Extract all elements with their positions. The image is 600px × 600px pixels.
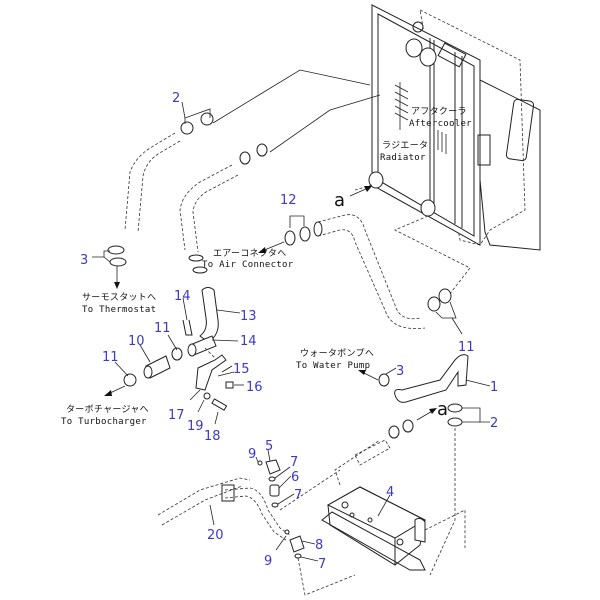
callout-14-top: 14: [174, 289, 191, 304]
hose-clamp: [180, 121, 194, 135]
callout-7-a: 7: [290, 455, 298, 470]
air-connector-label-jp: エアーコネクタへ: [213, 248, 287, 259]
fittings-hose-group: [157, 449, 356, 596]
upper-hoses: [92, 69, 381, 289]
reference-mark-a-top: a: [334, 190, 345, 211]
water-pump-label-jp: ウォータポンプへ: [300, 348, 374, 359]
turbo-pipe-group: [104, 287, 244, 425]
cooler-body-group: [321, 419, 466, 571]
callout-14-mid: 14: [240, 334, 257, 349]
radiator-lower-hose: [313, 214, 463, 335]
reference-mark-a-bottom: a: [437, 399, 448, 420]
callout-7-c: 7: [318, 557, 326, 572]
callout-16: 16: [246, 380, 263, 395]
callout-20: 20: [207, 528, 224, 543]
callout-4: 4: [386, 485, 394, 500]
thermostat-label-en: To Thermostat: [82, 305, 156, 315]
callout-5: 5: [265, 439, 273, 454]
turbocharger-label-jp: ターボチャージャへ: [66, 404, 149, 415]
callout-1: 1: [490, 380, 498, 395]
callout-6: 6: [291, 470, 299, 485]
aftercooler-label-jp: アフタクーラ: [411, 106, 467, 117]
callout-2-right: 2: [490, 416, 498, 431]
aftercooler-label-en: Aftercooler: [409, 119, 472, 129]
hose-clamp: [200, 112, 214, 126]
callout-3-left: 3: [80, 253, 88, 268]
water-pump-hose-group: [358, 354, 491, 576]
callout-17: 17: [168, 408, 185, 423]
callout-18: 18: [204, 429, 221, 444]
radiator-label-jp: ラジエータ: [382, 140, 428, 151]
callout-7-b: 7: [294, 488, 302, 503]
callout-12: 12: [280, 193, 297, 208]
callout-9-top: 9: [248, 447, 256, 462]
callout-2-top: 2: [172, 91, 180, 106]
callout-15: 15: [233, 362, 250, 377]
callout-11-a: 11: [154, 321, 171, 336]
callout-19: 19: [187, 419, 204, 434]
callout-3-mid: 3: [396, 364, 404, 379]
callout-11-b: 11: [102, 350, 119, 365]
callout-13: 13: [240, 309, 257, 324]
air-connector-label-en: To Air Connector: [202, 260, 294, 270]
turbocharger-label-en: To Turbocharger: [61, 417, 147, 427]
radiator-label-en: Radiator: [380, 153, 426, 163]
callout-8: 8: [315, 538, 323, 553]
air-connector-group: [258, 215, 311, 253]
water-pump-label-en: To Water Pump: [296, 361, 370, 371]
radiator-assembly: [354, 4, 541, 301]
callout-10: 10: [128, 334, 145, 349]
callout-11-right: 11: [458, 340, 475, 355]
callout-9-bottom: 9: [264, 554, 272, 569]
thermostat-label-jp: サーモスタットへ: [82, 292, 156, 303]
